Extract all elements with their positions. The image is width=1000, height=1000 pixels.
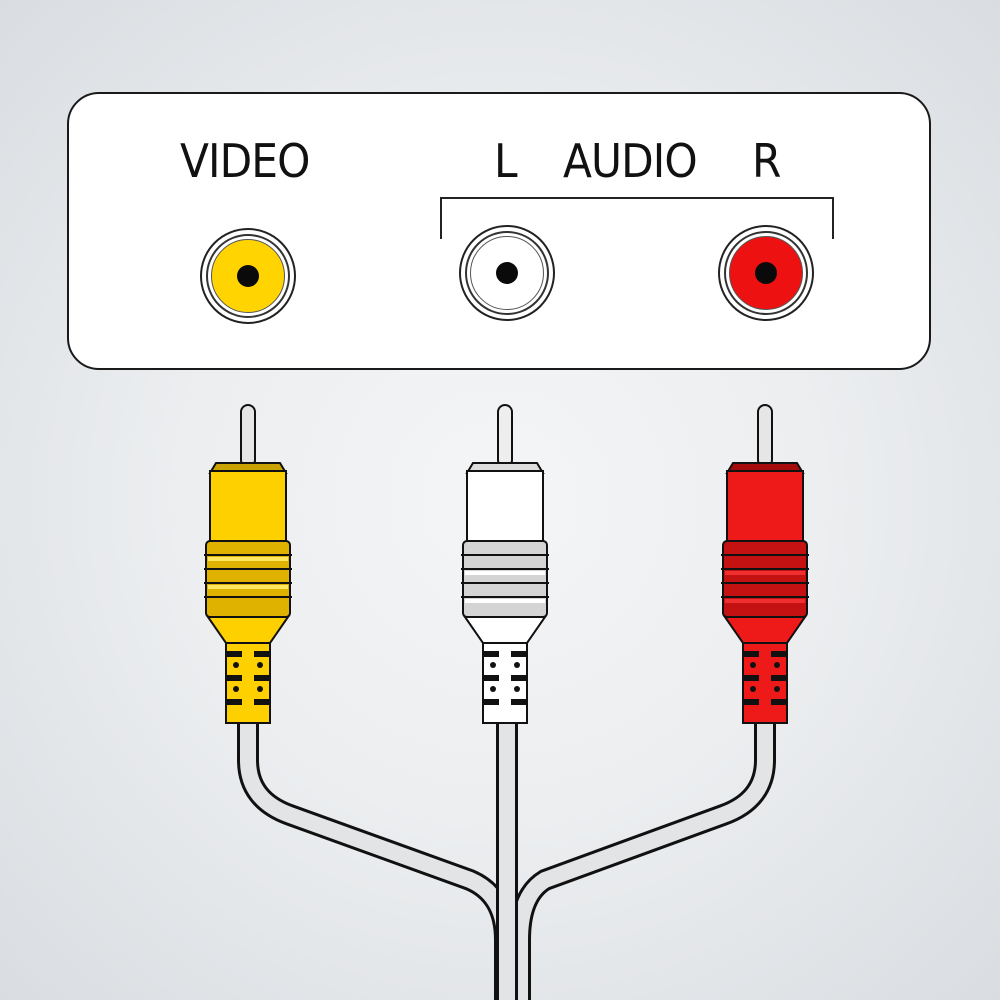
cables bbox=[237, 704, 776, 1000]
video-label: VIDEO bbox=[180, 134, 310, 188]
audio-bracket bbox=[440, 197, 834, 239]
audio-right-label: R bbox=[752, 134, 781, 188]
audio-left-jack[interactable] bbox=[459, 225, 555, 321]
video-jack[interactable] bbox=[200, 228, 296, 324]
audio-left-label: L bbox=[494, 134, 518, 188]
audio-right-plug bbox=[721, 404, 809, 724]
audio-left-plug bbox=[461, 404, 549, 724]
audio-right-jack[interactable] bbox=[718, 225, 814, 321]
audio-label: AUDIO bbox=[563, 134, 698, 188]
video-plug bbox=[204, 404, 292, 724]
